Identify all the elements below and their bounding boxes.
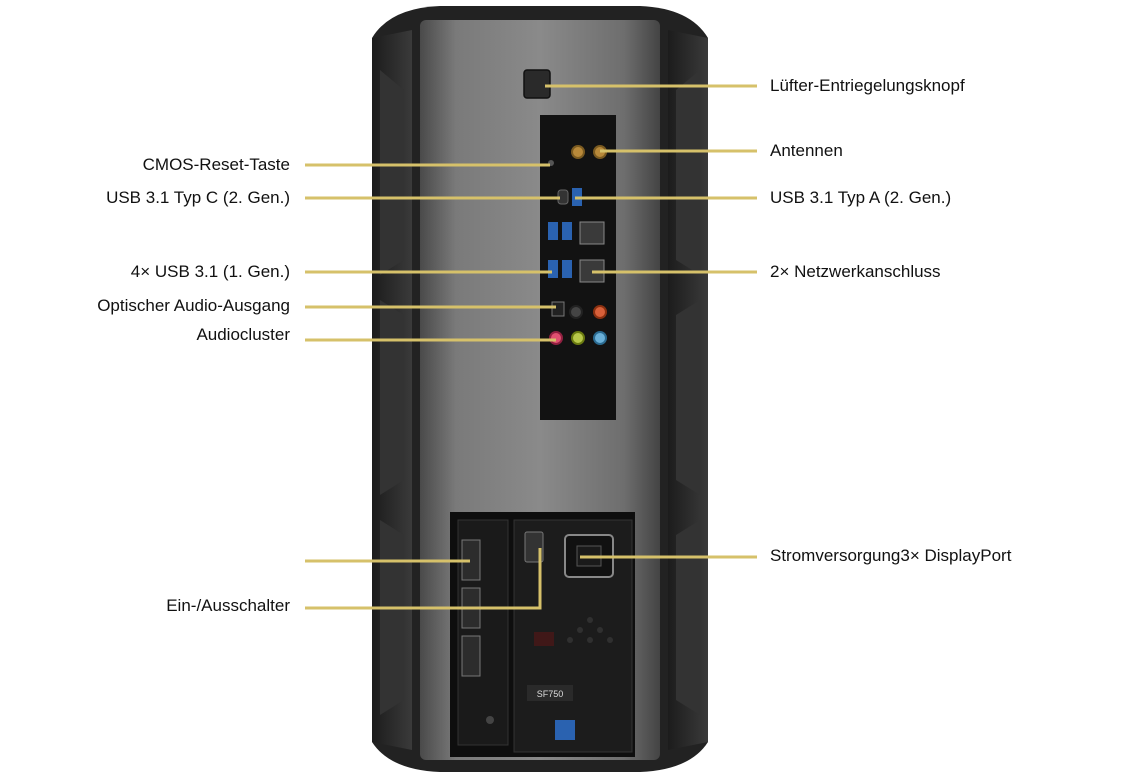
io-panel bbox=[540, 115, 616, 420]
label-usb-type-c: USB 3.1 Typ C (2. Gen.) bbox=[106, 188, 290, 207]
usb-port bbox=[562, 260, 572, 278]
optical-audio-port bbox=[551, 301, 565, 317]
psu-label-plate bbox=[527, 685, 573, 701]
network-port-1 bbox=[579, 221, 605, 245]
fan-release-button bbox=[523, 69, 551, 99]
audio-jack bbox=[549, 331, 563, 345]
label-usb-type-a: USB 3.1 Typ A (2. Gen.) bbox=[770, 188, 952, 207]
label-cmos-reset: CMOS-Reset-Taste bbox=[142, 155, 290, 174]
audio-jack bbox=[571, 331, 585, 345]
audio-jack bbox=[593, 305, 607, 319]
usb-port bbox=[548, 222, 558, 240]
psu-fan-grille bbox=[567, 617, 613, 643]
usb-port bbox=[562, 222, 572, 240]
audio-jack bbox=[569, 305, 583, 319]
label-audio-cluster: Audiocluster bbox=[196, 325, 290, 344]
antenna-connector-1 bbox=[571, 145, 585, 159]
label-optical-audio: Optischer Audio-Ausgang bbox=[97, 296, 290, 315]
usb-port bbox=[548, 260, 558, 278]
leader-lines bbox=[305, 84, 757, 610]
displayport-3 bbox=[461, 635, 481, 677]
label-power-switch: Ein-/Ausschalter bbox=[166, 596, 290, 615]
label-network: 2× Netzwerkanschluss bbox=[770, 262, 941, 281]
psu-label: SF750 bbox=[537, 689, 564, 699]
label-fan-release-button: Lüfter-Entriegelungsknopf bbox=[770, 76, 965, 95]
label-power-displayport: Stromversorgung3× DisplayPort bbox=[770, 546, 1012, 565]
bottom-io-area: SF750 bbox=[450, 512, 635, 757]
label-usb-gen1: 4× USB 3.1 (1. Gen.) bbox=[130, 262, 290, 281]
label-antennas: Antennen bbox=[770, 141, 843, 160]
leader-power-switch bbox=[305, 548, 542, 610]
audio-jack bbox=[593, 331, 607, 345]
